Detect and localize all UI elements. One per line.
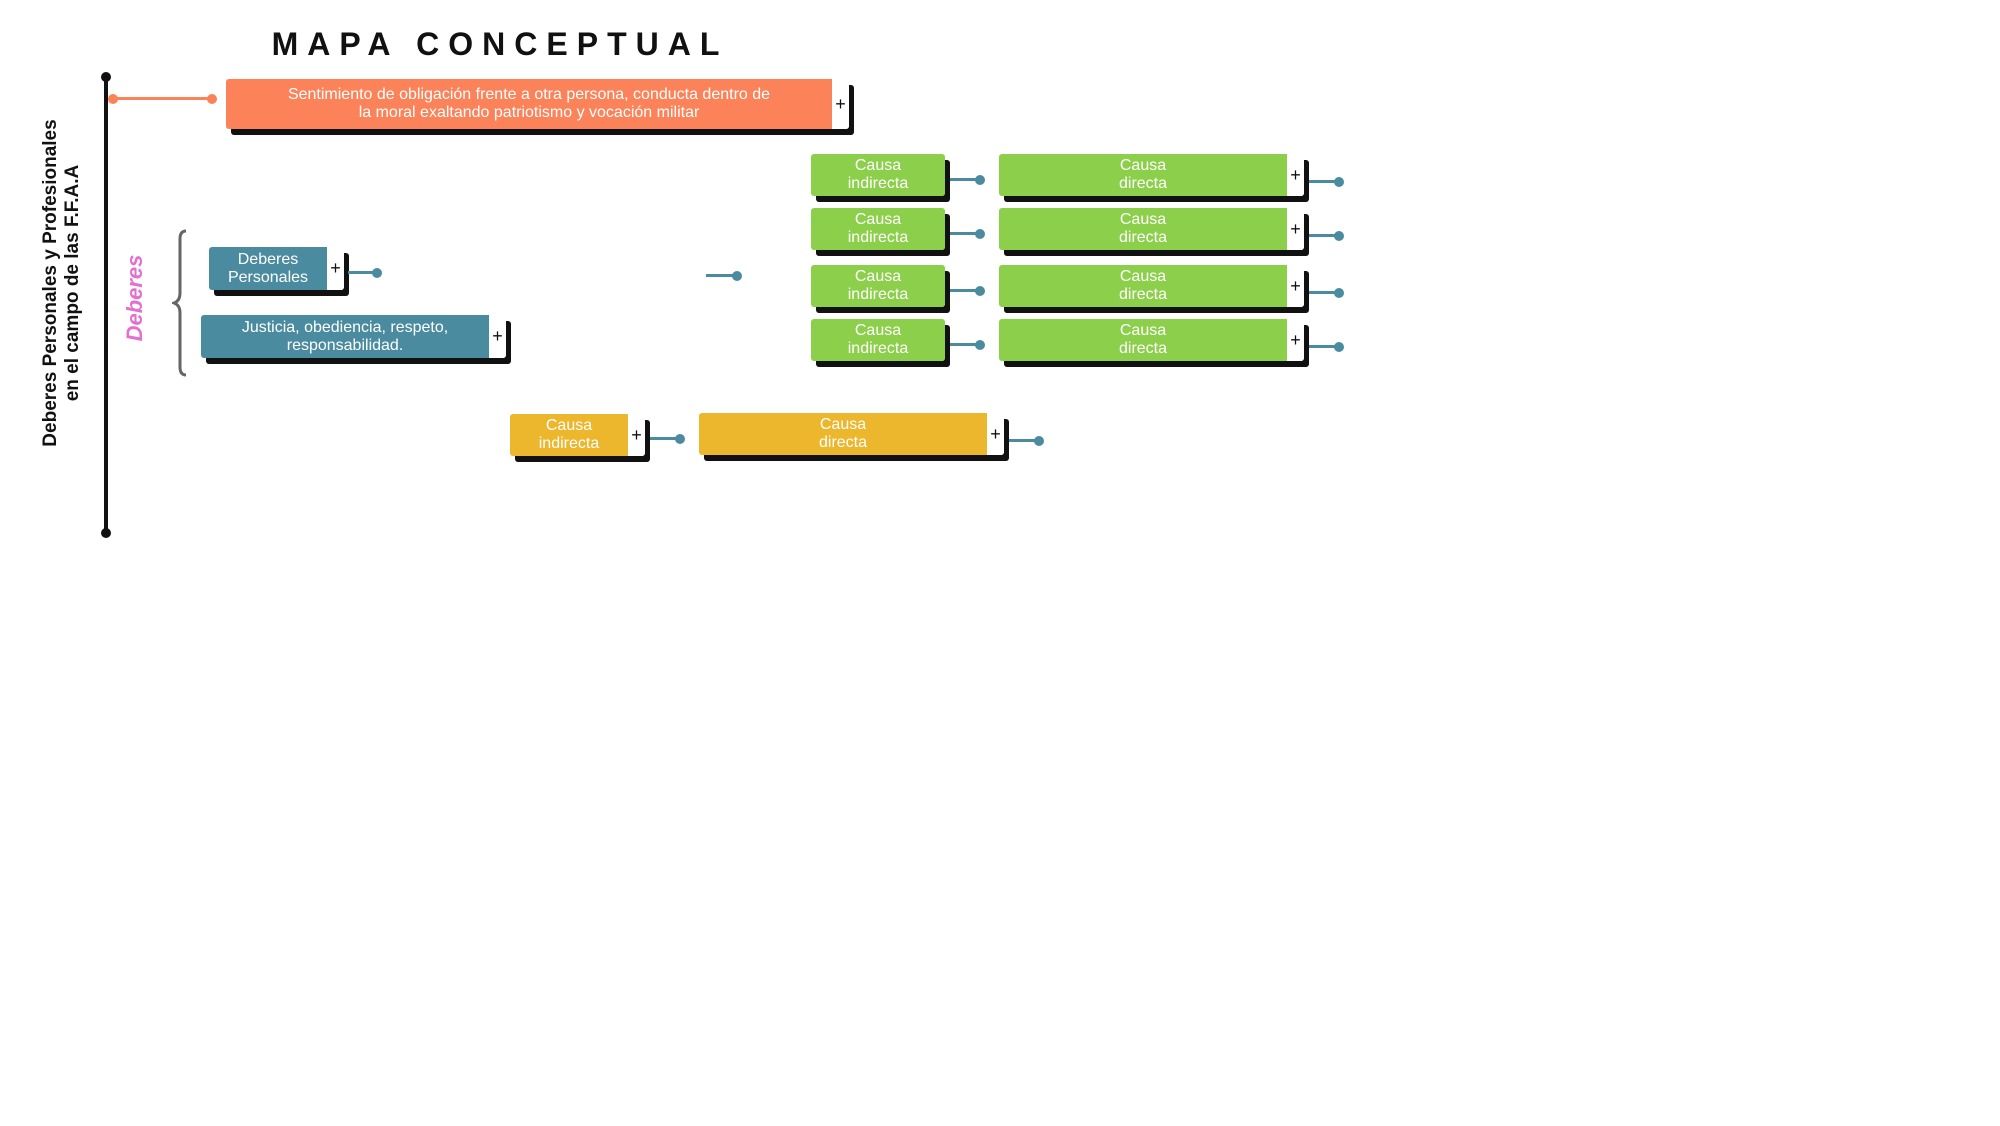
green-direct-node[interactable]: Causa directa+ (999, 208, 1304, 250)
connector-dot (108, 94, 118, 104)
main-topic-line1: Deberes Personales y Profesionales (40, 119, 61, 447)
node-label: Causa indirecta (510, 414, 628, 456)
deberes-personales-node[interactable]: Deberes Personales+ (209, 247, 344, 290)
connector (950, 285, 985, 296)
connector (1309, 287, 1344, 298)
connector (348, 267, 382, 278)
node-label: Causa indirecta (811, 208, 945, 250)
expand-button[interactable]: + (1287, 154, 1304, 196)
green-direct-node[interactable]: Causa directa+ (999, 265, 1304, 307)
expand-button[interactable]: + (489, 315, 506, 358)
connector (706, 270, 742, 281)
yellow-direct-node[interactable]: Causa directa+ (699, 413, 1004, 455)
yellow-indirect-node[interactable]: Causa indirecta+ (510, 414, 645, 456)
connector (950, 339, 985, 350)
green-direct-node[interactable]: Causa directa+ (999, 154, 1304, 196)
node-label: Justicia, obediencia, respeto, responsab… (201, 315, 489, 358)
node-label: Causa directa (999, 208, 1287, 250)
expand-button[interactable]: + (1287, 319, 1304, 361)
node-label: Deberes Personales (209, 247, 327, 290)
green-indirect-node[interactable]: Causa indirecta (811, 208, 945, 250)
green-indirect-node[interactable]: Causa indirecta (811, 154, 945, 196)
node-label: Causa directa (999, 265, 1287, 307)
connector (1309, 176, 1344, 187)
axis-bottom-dot (101, 528, 111, 538)
connector (950, 174, 985, 185)
expand-button[interactable]: + (987, 413, 1004, 455)
green-direct-node[interactable]: Causa directa+ (999, 319, 1304, 361)
connector (1309, 230, 1344, 241)
category-label: Deberes (122, 254, 147, 342)
justicia-node[interactable]: Justicia, obediencia, respeto, responsab… (201, 315, 506, 358)
node-label: Causa directa (699, 413, 987, 455)
green-indirect-node[interactable]: Causa indirecta (811, 265, 945, 307)
expand-button[interactable]: + (327, 247, 344, 290)
main-topic-line2: en el campo de las F.F.A.A (62, 164, 83, 402)
connector (1009, 435, 1044, 446)
green-indirect-node[interactable]: Causa indirecta (811, 319, 945, 361)
node-label: Causa directa (999, 154, 1287, 196)
expand-button[interactable]: + (1287, 208, 1304, 250)
expand-button[interactable]: + (628, 414, 645, 456)
connector (1309, 341, 1344, 352)
connector (950, 228, 985, 239)
node-label: Causa directa (999, 319, 1287, 361)
expand-button[interactable]: + (832, 79, 849, 129)
brace-icon (172, 229, 187, 377)
main-axis-line (104, 77, 108, 533)
expand-button[interactable]: + (1287, 265, 1304, 307)
orange-connector (112, 97, 212, 100)
node-label: Causa indirecta (811, 319, 945, 361)
node-label: Causa indirecta (811, 154, 945, 196)
definition-text: Sentimiento de obligación frente a otra … (226, 79, 832, 129)
page-title: MAPA CONCEPTUAL (271, 26, 729, 62)
definition-node[interactable]: Sentimiento de obligación frente a otra … (226, 79, 849, 129)
connector (650, 433, 685, 444)
connector-dot (207, 94, 217, 104)
node-label: Causa indirecta (811, 265, 945, 307)
axis-top-dot (101, 72, 111, 82)
